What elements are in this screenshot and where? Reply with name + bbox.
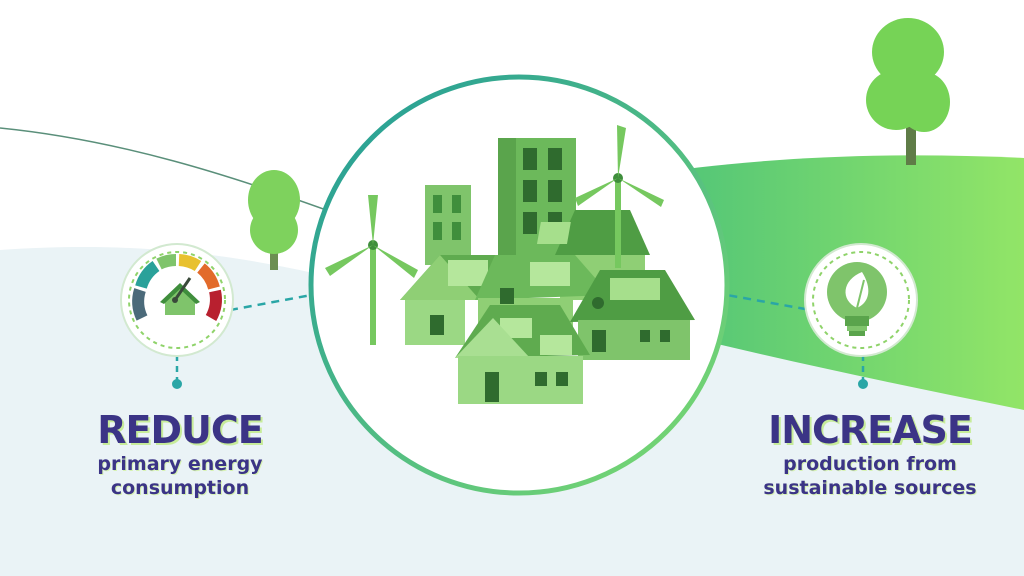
increase-line-2: sustainable sources — [763, 477, 977, 499]
reduce-line-2: consumption — [110, 477, 250, 499]
reduce-label-group: REDUCE primary energy consumption — [70, 408, 290, 500]
green-village-icon — [325, 125, 695, 404]
tree-left-icon — [248, 170, 300, 270]
increase-line-1: production from — [783, 453, 957, 475]
increase-heading: INCREASE — [768, 408, 973, 452]
reduce-line-1: primary energy — [97, 453, 263, 475]
increase-label-group: INCREASE production from sustainable sou… — [735, 408, 1005, 500]
tree-right-icon — [866, 18, 950, 165]
leaf-bulb-icon — [804, 243, 918, 357]
reduce-heading: REDUCE — [97, 408, 263, 452]
energy-gauge-icon — [120, 243, 234, 357]
